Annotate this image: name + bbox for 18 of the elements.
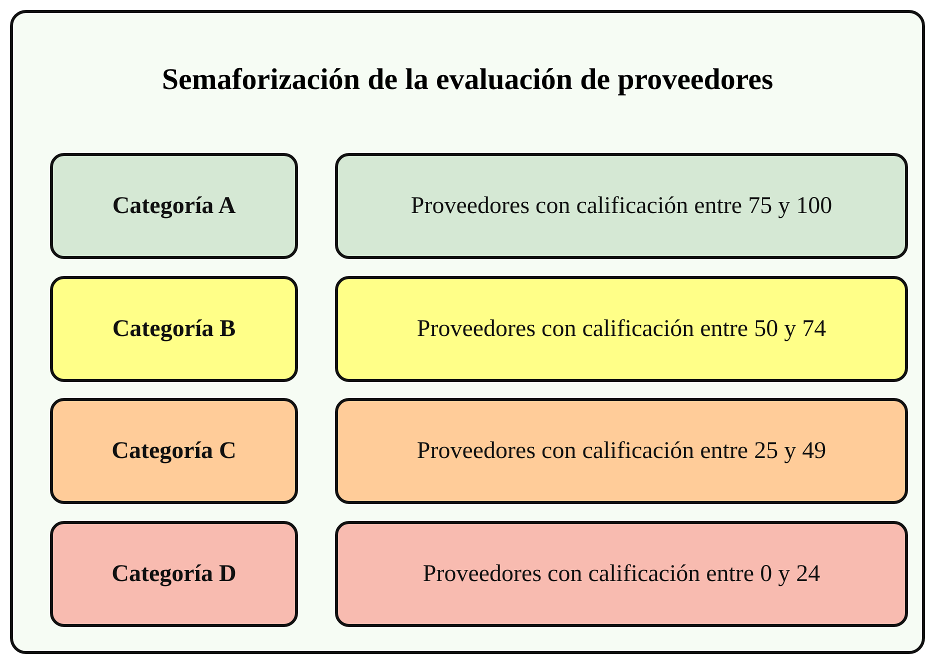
category-label: Categoría D — [112, 560, 236, 588]
category-label: Categoría C — [112, 438, 236, 464]
category-box — [50, 398, 298, 504]
description-box — [335, 153, 908, 259]
panel-background — [10, 10, 925, 654]
category-label: Categoría B — [112, 316, 236, 342]
description-box — [335, 398, 908, 504]
panel-heading: Semaforización de la evaluación de proveedores — [160, 63, 774, 97]
description-text: Proveedores con calificación entre 25 y 49 — [416, 438, 826, 464]
description-box — [335, 276, 908, 382]
category-box — [50, 153, 298, 259]
category-label: Categoría A — [112, 192, 236, 220]
description-text: Proveedores con calificación entre 0 y 24 — [422, 560, 820, 588]
description-text: Proveedores con calificación entre 50 y 74 — [416, 316, 826, 342]
description-box — [335, 521, 908, 627]
description-text: Proveedores con calificación entre 75 y 100 — [410, 192, 832, 220]
category-box — [50, 521, 298, 627]
category-box — [50, 276, 298, 382]
